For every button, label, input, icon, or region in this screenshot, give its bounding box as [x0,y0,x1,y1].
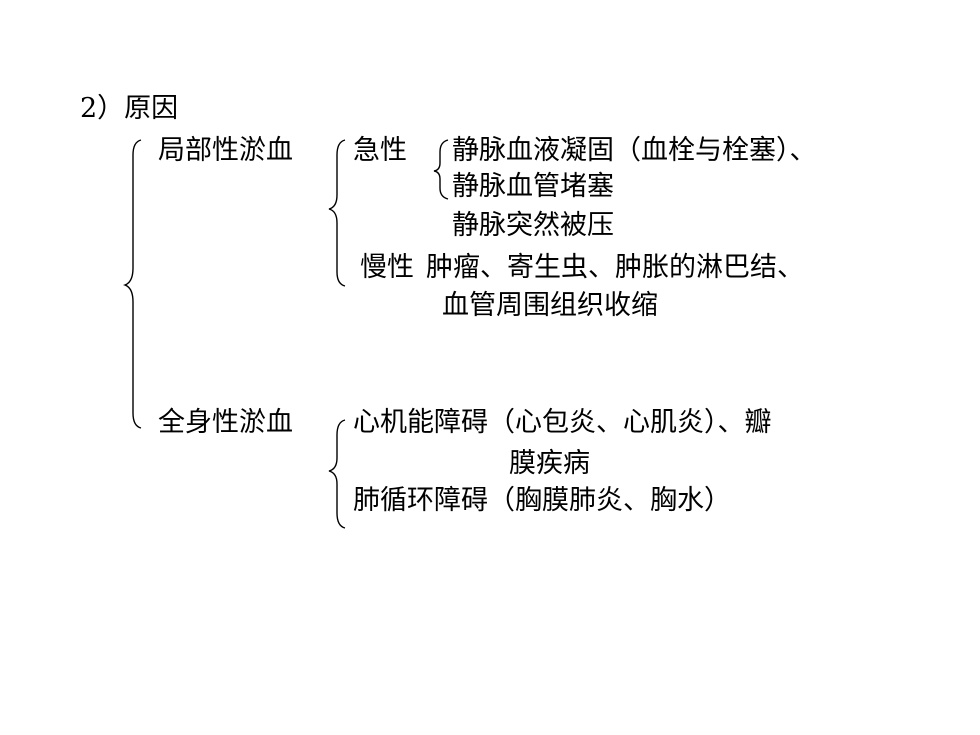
acute-item: 静脉血液凝固（血栓与栓塞）、 [452,135,817,166]
local-congestion-label: 局部性淤血 [158,135,293,166]
section-heading: 2）原因 [80,93,179,124]
acute-item: 静脉突然被压 [452,210,614,241]
systemic-cause-line1: 心机能障碍（心包炎、心肌炎）、瓣 [353,407,772,438]
systemic-cause-line2: 膜疾病 [509,448,590,479]
systemic-cause-line3: 肺循环障碍（胸膜肺炎、胸水） [353,485,731,516]
chronic-causes-line1: 肿瘤、寄生虫、肿胀的淋巴结、 [426,252,804,283]
systemic-congestion-label: 全身性淤血 [158,407,293,438]
systemic-brace [328,419,346,529]
outer-brace [123,139,142,429]
local-brace [328,139,346,287]
acute-label: 急性 [353,135,407,166]
chronic-label: 慢性 [360,252,414,283]
acute-brace [433,139,449,200]
acute-item: 静脉血管堵塞 [452,171,614,202]
chronic-causes-line2: 血管周围组织收缩 [442,290,658,321]
